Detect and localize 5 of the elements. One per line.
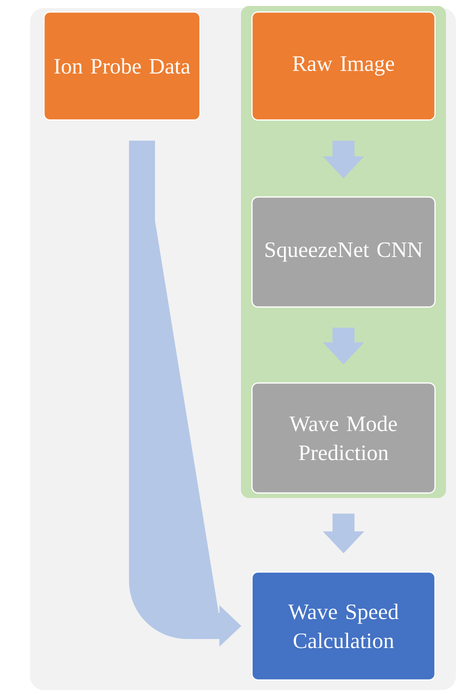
- result-box: Wave Speed Calculation: [251, 571, 436, 681]
- data-box: Ion Probe Data: [43, 11, 201, 121]
- data-box: Raw Image: [251, 11, 436, 121]
- process-box: SqueezeNet CNN: [251, 196, 436, 308]
- process-box: Wave Mode Prediction: [251, 382, 436, 494]
